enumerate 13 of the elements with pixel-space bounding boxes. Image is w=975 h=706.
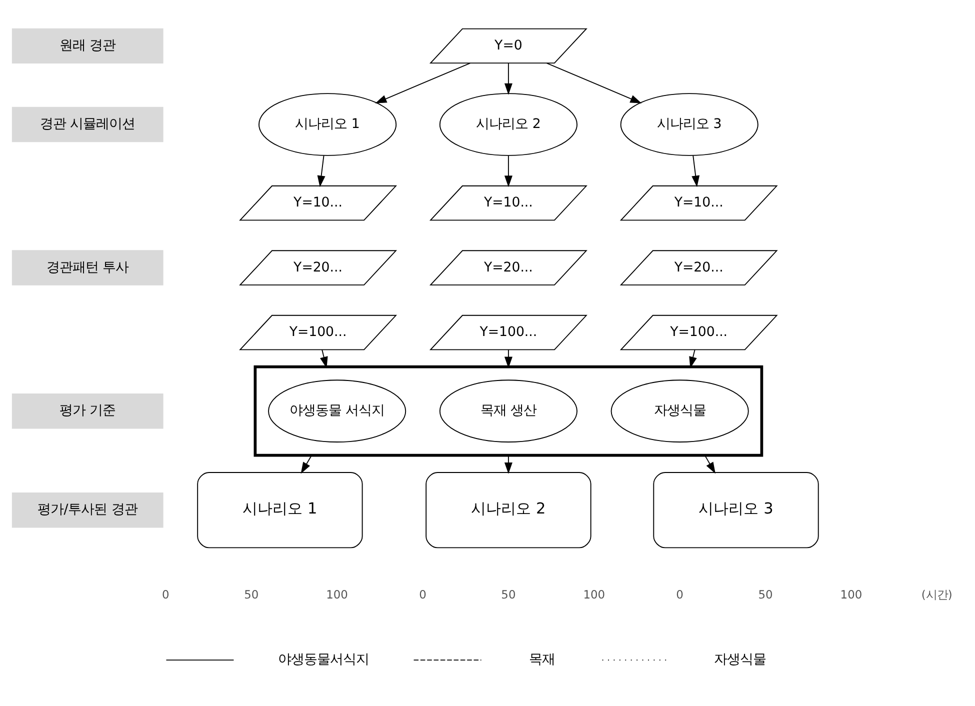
label: 0 bbox=[676, 587, 684, 602]
label: 50 bbox=[244, 587, 259, 602]
label: (시간) bbox=[921, 587, 952, 602]
label: 100 bbox=[840, 587, 862, 602]
label: 100 bbox=[326, 587, 348, 602]
legend-label: 야생동물서식지 bbox=[278, 652, 370, 668]
label: 0 bbox=[162, 587, 170, 602]
legend-label: 자생식물 bbox=[714, 652, 766, 668]
label: 0 bbox=[419, 587, 426, 602]
label: 100 bbox=[583, 587, 606, 602]
label: 50 bbox=[758, 587, 773, 602]
legend-label: 목재 bbox=[528, 652, 555, 668]
label: 50 bbox=[501, 587, 516, 602]
